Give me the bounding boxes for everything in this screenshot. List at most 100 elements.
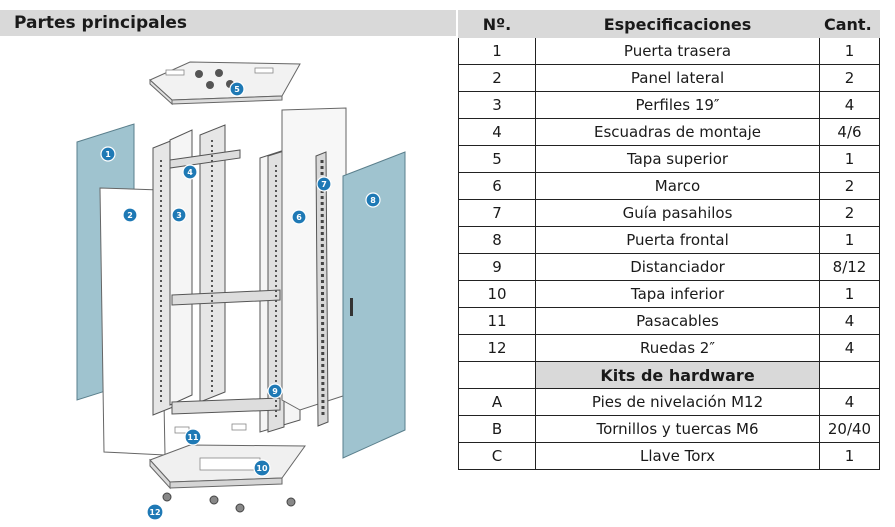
cell-qty: 1 bbox=[819, 442, 880, 470]
cell-number: A bbox=[458, 388, 536, 416]
parts-header: Partes principales bbox=[0, 10, 456, 36]
cable-guide bbox=[315, 151, 329, 427]
cell-qty: 2 bbox=[819, 64, 880, 92]
cell-qty: 1 bbox=[819, 37, 880, 65]
cell-spec: Puerta frontal bbox=[535, 226, 820, 254]
cell-number: 12 bbox=[458, 334, 536, 362]
bottom-cover bbox=[149, 444, 306, 490]
callout-11: 11 bbox=[184, 428, 202, 446]
cell-number: 5 bbox=[458, 145, 536, 173]
table-header-row: Nº. Especificaciones Cant. bbox=[458, 10, 880, 38]
cell-spec: Panel lateral bbox=[535, 64, 820, 92]
callout-8: 8 bbox=[365, 192, 381, 208]
rack-exploded-illustration: 1 2 3 4 5 6 7 8 9 10 11 12 bbox=[76, 61, 406, 521]
cell-qty: 4 bbox=[819, 307, 880, 335]
cell-qty: 4 bbox=[819, 388, 880, 416]
callout-4: 4 bbox=[182, 164, 198, 180]
svg-text:11: 11 bbox=[187, 433, 199, 442]
cell-qty: 4 bbox=[819, 91, 880, 119]
callout-9: 9 bbox=[267, 383, 283, 399]
cell-number: 11 bbox=[458, 307, 536, 335]
svg-text:3: 3 bbox=[176, 211, 182, 220]
rack-frame bbox=[152, 107, 347, 433]
cell-number: 6 bbox=[458, 172, 536, 200]
callout-1: 1 bbox=[100, 146, 116, 162]
cell-spec: Tapa inferior bbox=[535, 280, 820, 308]
cell-qty: 2 bbox=[819, 199, 880, 227]
cell-spec: Llave Torx bbox=[535, 442, 820, 470]
cell-spec: Distanciador bbox=[535, 253, 820, 281]
cell-spec: Puerta trasera bbox=[535, 37, 820, 65]
svg-text:4: 4 bbox=[187, 168, 193, 177]
cell-qty: 8/12 bbox=[819, 253, 880, 281]
callout-5: 5 bbox=[229, 81, 245, 97]
casters bbox=[162, 492, 296, 513]
svg-text:1: 1 bbox=[105, 150, 111, 159]
callout-2: 2 bbox=[122, 207, 138, 223]
cell-number: 10 bbox=[458, 280, 536, 308]
cell-spec: Perfiles 19″ bbox=[535, 91, 820, 119]
callout-10: 10 bbox=[253, 459, 271, 477]
cell-qty: 20/40 bbox=[819, 415, 880, 443]
cell-qty: 1 bbox=[819, 145, 880, 173]
cell-number: 8 bbox=[458, 226, 536, 254]
cell-number: 1 bbox=[458, 37, 536, 65]
svg-text:6: 6 bbox=[296, 213, 302, 222]
cell-qty: 4 bbox=[819, 334, 880, 362]
svg-text:5: 5 bbox=[234, 85, 240, 94]
cell-number: 9 bbox=[458, 253, 536, 281]
cell-spec: Tornillos y tuercas M6 bbox=[535, 415, 820, 443]
svg-text:2: 2 bbox=[127, 211, 133, 220]
cell-number: C bbox=[458, 442, 536, 470]
callout-12: 12 bbox=[146, 503, 164, 521]
cell-spec: Ruedas 2″ bbox=[535, 334, 820, 362]
hardware-section-row: Kits de hardware bbox=[458, 361, 880, 389]
hardware-title: Kits de hardware bbox=[535, 361, 820, 389]
col-header-number: Nº. bbox=[458, 10, 536, 38]
cell-qty: 1 bbox=[819, 226, 880, 254]
parts-title: Partes principales bbox=[14, 13, 188, 33]
cell-qty: 2 bbox=[819, 172, 880, 200]
cell-qty: 4/6 bbox=[819, 118, 880, 146]
callout-7: 7 bbox=[316, 176, 332, 192]
svg-text:9: 9 bbox=[272, 387, 278, 396]
cell-number: 7 bbox=[458, 199, 536, 227]
top-cover bbox=[149, 61, 301, 106]
cell-number: 2 bbox=[458, 64, 536, 92]
cell-spec: Tapa superior bbox=[535, 145, 820, 173]
front-door bbox=[342, 151, 406, 459]
cell-number: B bbox=[458, 415, 536, 443]
cell-spec: Guía pasahilos bbox=[535, 199, 820, 227]
cell-number: 3 bbox=[458, 91, 536, 119]
cell-number: 4 bbox=[458, 118, 536, 146]
cell-spec: Escuadras de montaje bbox=[535, 118, 820, 146]
col-header-quantity: Cant. bbox=[819, 10, 880, 38]
svg-text:12: 12 bbox=[149, 508, 160, 517]
cell-spec: Pasacables bbox=[535, 307, 820, 335]
svg-text:10: 10 bbox=[256, 464, 268, 473]
cell-spec: Pies de nivelación M12 bbox=[535, 388, 820, 416]
col-header-specs: Especificaciones bbox=[535, 10, 820, 38]
cable-pass-plates bbox=[174, 423, 247, 434]
svg-text:8: 8 bbox=[370, 196, 376, 205]
cell-qty: 1 bbox=[819, 280, 880, 308]
callout-3: 3 bbox=[171, 207, 187, 223]
svg-text:7: 7 bbox=[321, 180, 327, 189]
callout-6: 6 bbox=[291, 209, 307, 225]
